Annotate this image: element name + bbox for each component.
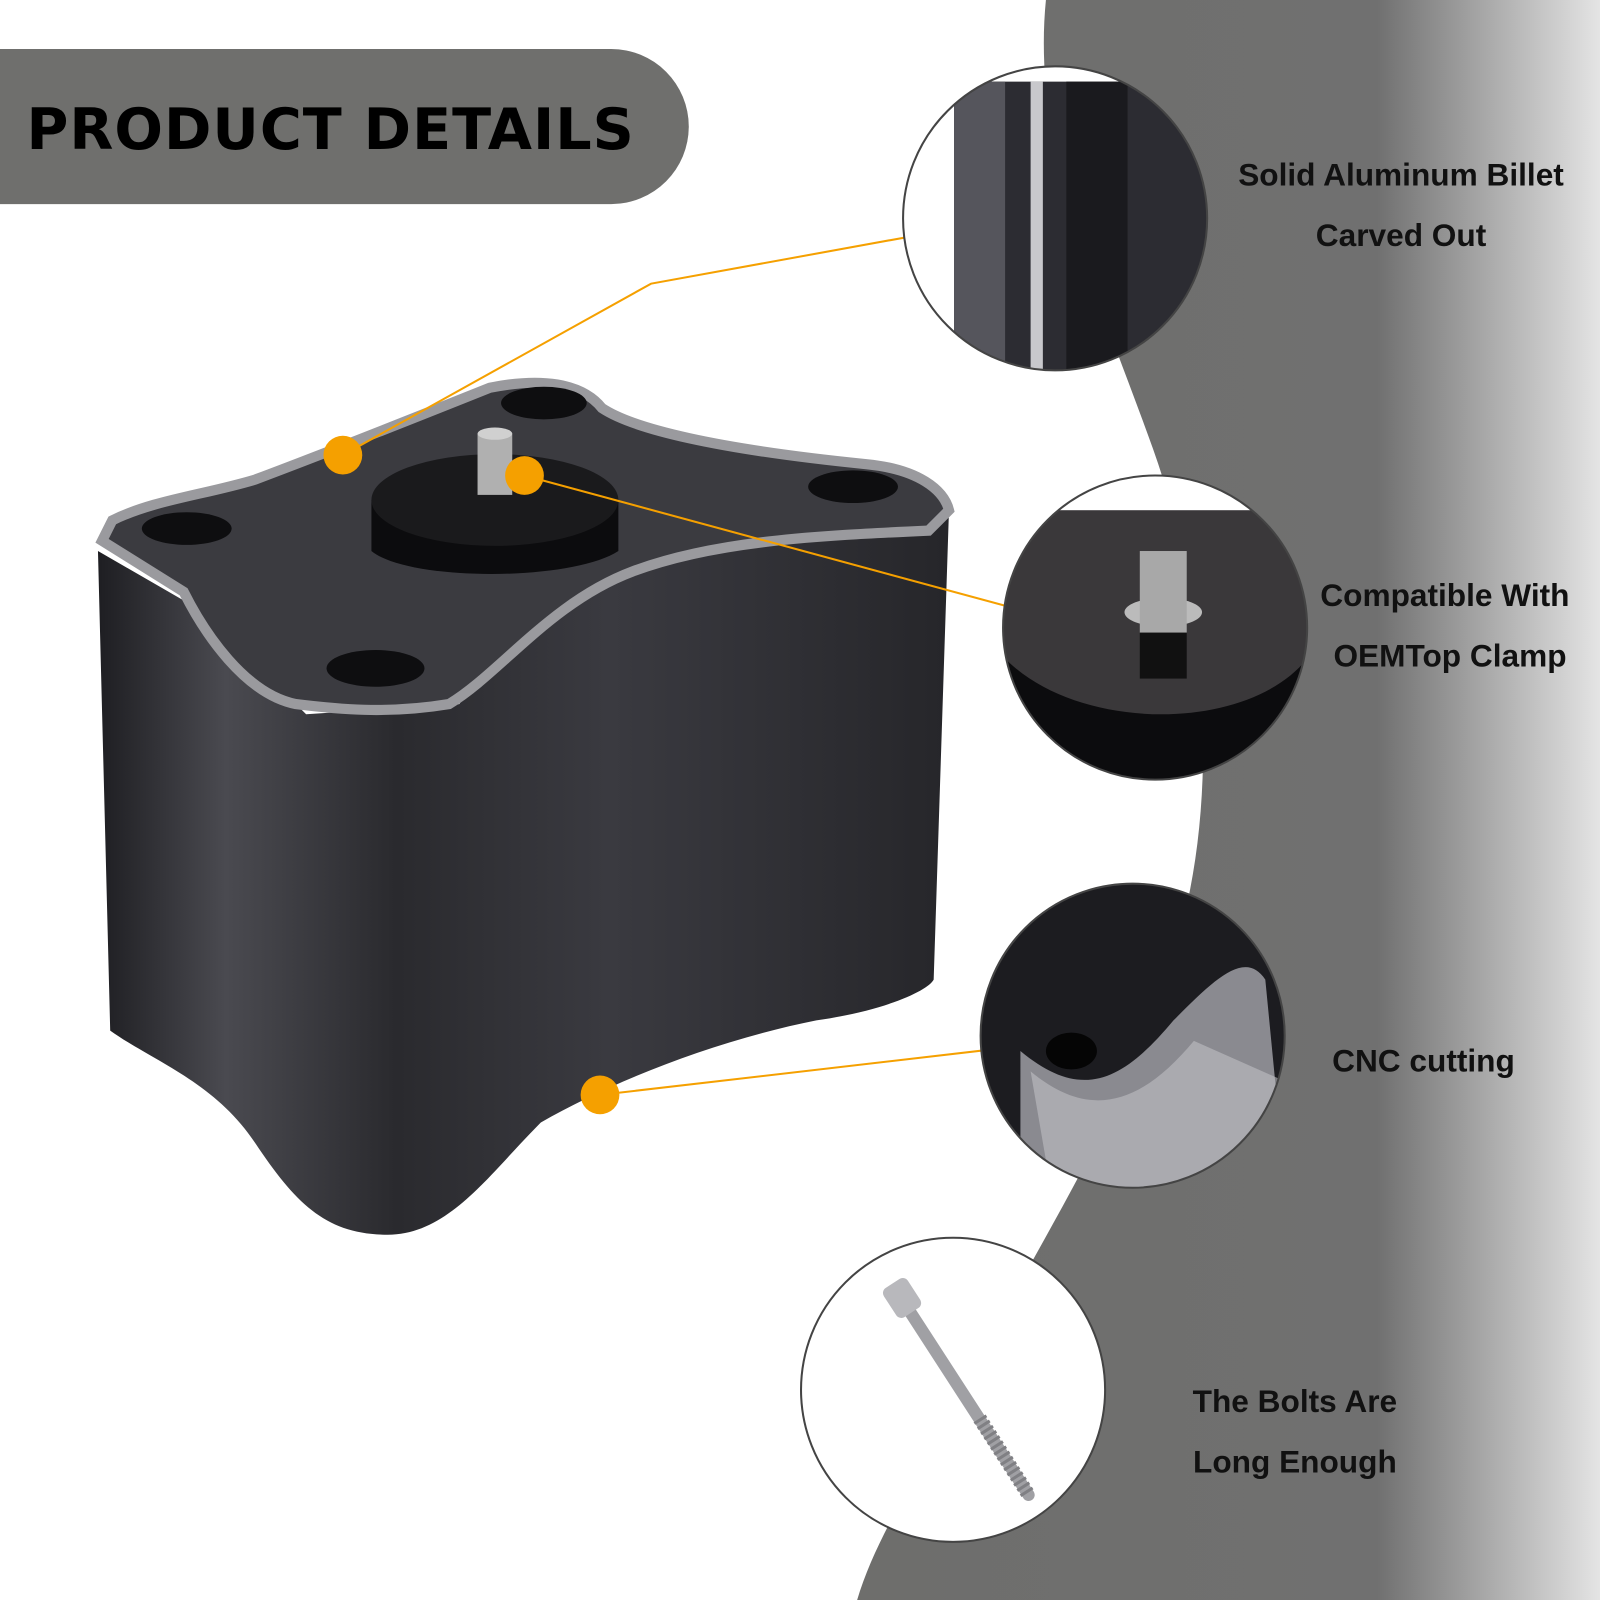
feature-2-line-2: OEMTop Clamp [1333, 637, 1566, 673]
feature-1-line-2: Carved Out [1316, 217, 1487, 253]
callout-dot [580, 1075, 620, 1115]
page-title: PRODUCT DETAILS [27, 97, 635, 163]
feature-1-line-1: Solid Aluminum Billet [1238, 157, 1564, 193]
feature-3-line-1: CNC cutting [1332, 1042, 1515, 1078]
detail-top-clamp [1002, 474, 1309, 781]
feature-4-line-2: Long Enough [1193, 1443, 1397, 1479]
feature-labels: Solid Aluminum Billet Carved Out Compati… [1193, 157, 1570, 1480]
detail-cnc [979, 882, 1286, 1189]
detail-bolt [800, 1236, 1107, 1543]
callout-lines [342, 233, 1049, 1096]
product-image [95, 377, 955, 1235]
detail-billet [902, 65, 1209, 372]
callout-dot [323, 435, 363, 475]
feature-4-line-1: The Bolts Are [1193, 1383, 1397, 1419]
feature-2-line-1: Compatible With [1320, 577, 1569, 613]
background-panel [857, 0, 1600, 1600]
callout-dot [505, 456, 544, 495]
header-banner: PRODUCT DETAILS [0, 48, 689, 205]
